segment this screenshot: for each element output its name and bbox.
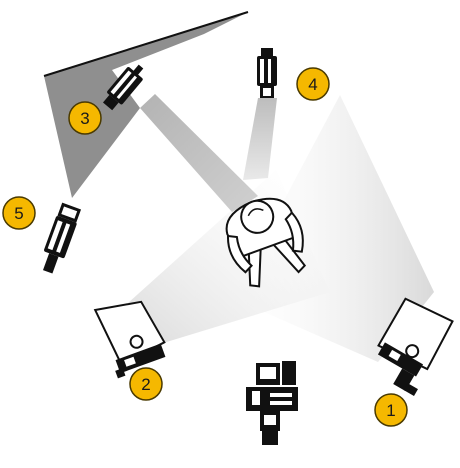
badge-light-5: 5: [3, 197, 35, 229]
badge-light-4: 4: [297, 68, 329, 100]
badge-label-4: 4: [308, 75, 317, 94]
video-camera-icon: [246, 361, 298, 445]
badge-light-2: 2: [130, 368, 162, 400]
badge-label-3: 3: [80, 109, 89, 128]
badge-label-5: 5: [14, 204, 23, 223]
spotlight-icon: [257, 48, 277, 98]
badge-light-1: 1: [375, 394, 407, 426]
spotlight-icon: [37, 202, 82, 275]
badge-label-2: 2: [141, 375, 150, 394]
badge-label-1: 1: [386, 401, 395, 420]
badge-light-3: 3: [69, 102, 101, 134]
beam-light-3: [140, 94, 258, 212]
beam-light-4: [243, 98, 277, 180]
